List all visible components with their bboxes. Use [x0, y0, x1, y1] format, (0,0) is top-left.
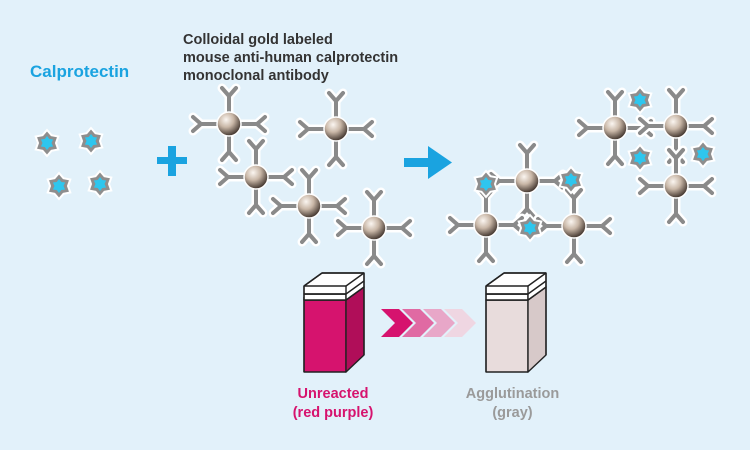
calprotectin-star-icon: [34, 129, 60, 157]
agglutination-complex: [450, 145, 610, 262]
antibody-particle-group: [193, 88, 410, 264]
unreacted-tube: [303, 272, 365, 373]
calprotectin-star-icon: [627, 86, 653, 114]
gold-particle-icon: [538, 190, 610, 262]
unreacted-label: Unreacted (red purple): [273, 385, 393, 423]
calprotectin-star-icon: [46, 172, 72, 200]
gold-particle-icon: [338, 192, 410, 264]
calprotectin-star-icon: [78, 127, 104, 155]
gold-particle-icon: [300, 93, 372, 165]
chevron-right-icon: [381, 309, 476, 337]
antibody-label-line: monoclonal antibody: [183, 68, 329, 84]
agglutination-tube: [485, 272, 547, 373]
calprotectin-star-icon: [690, 140, 716, 168]
agglutination-title: Agglutination: [465, 386, 560, 402]
agglutination-label: Agglutination (gray): [440, 385, 585, 423]
plus-icon: [157, 146, 187, 176]
antibody-label: Colloidal gold labeled mouse anti-human …: [183, 31, 398, 85]
calprotectin-group: [34, 127, 113, 200]
arrow-right-icon: [404, 146, 452, 179]
gold-particle-icon: [491, 145, 563, 217]
calprotectin-star-icon: [627, 144, 653, 172]
unreacted-color-note: (red purple): [292, 405, 374, 421]
antibody-label-line: mouse anti-human calprotectin: [183, 50, 399, 66]
agglutination-complex: [579, 87, 714, 222]
calprotectin-label: Calprotectin: [30, 62, 130, 81]
unreacted-title: Unreacted: [297, 386, 369, 402]
antibody-label-line: Colloidal gold labeled: [183, 32, 333, 48]
agglutination-color-note: (gray): [492, 405, 533, 421]
gold-particle-icon: [450, 189, 522, 261]
calprotectin-star-icon: [87, 170, 113, 198]
